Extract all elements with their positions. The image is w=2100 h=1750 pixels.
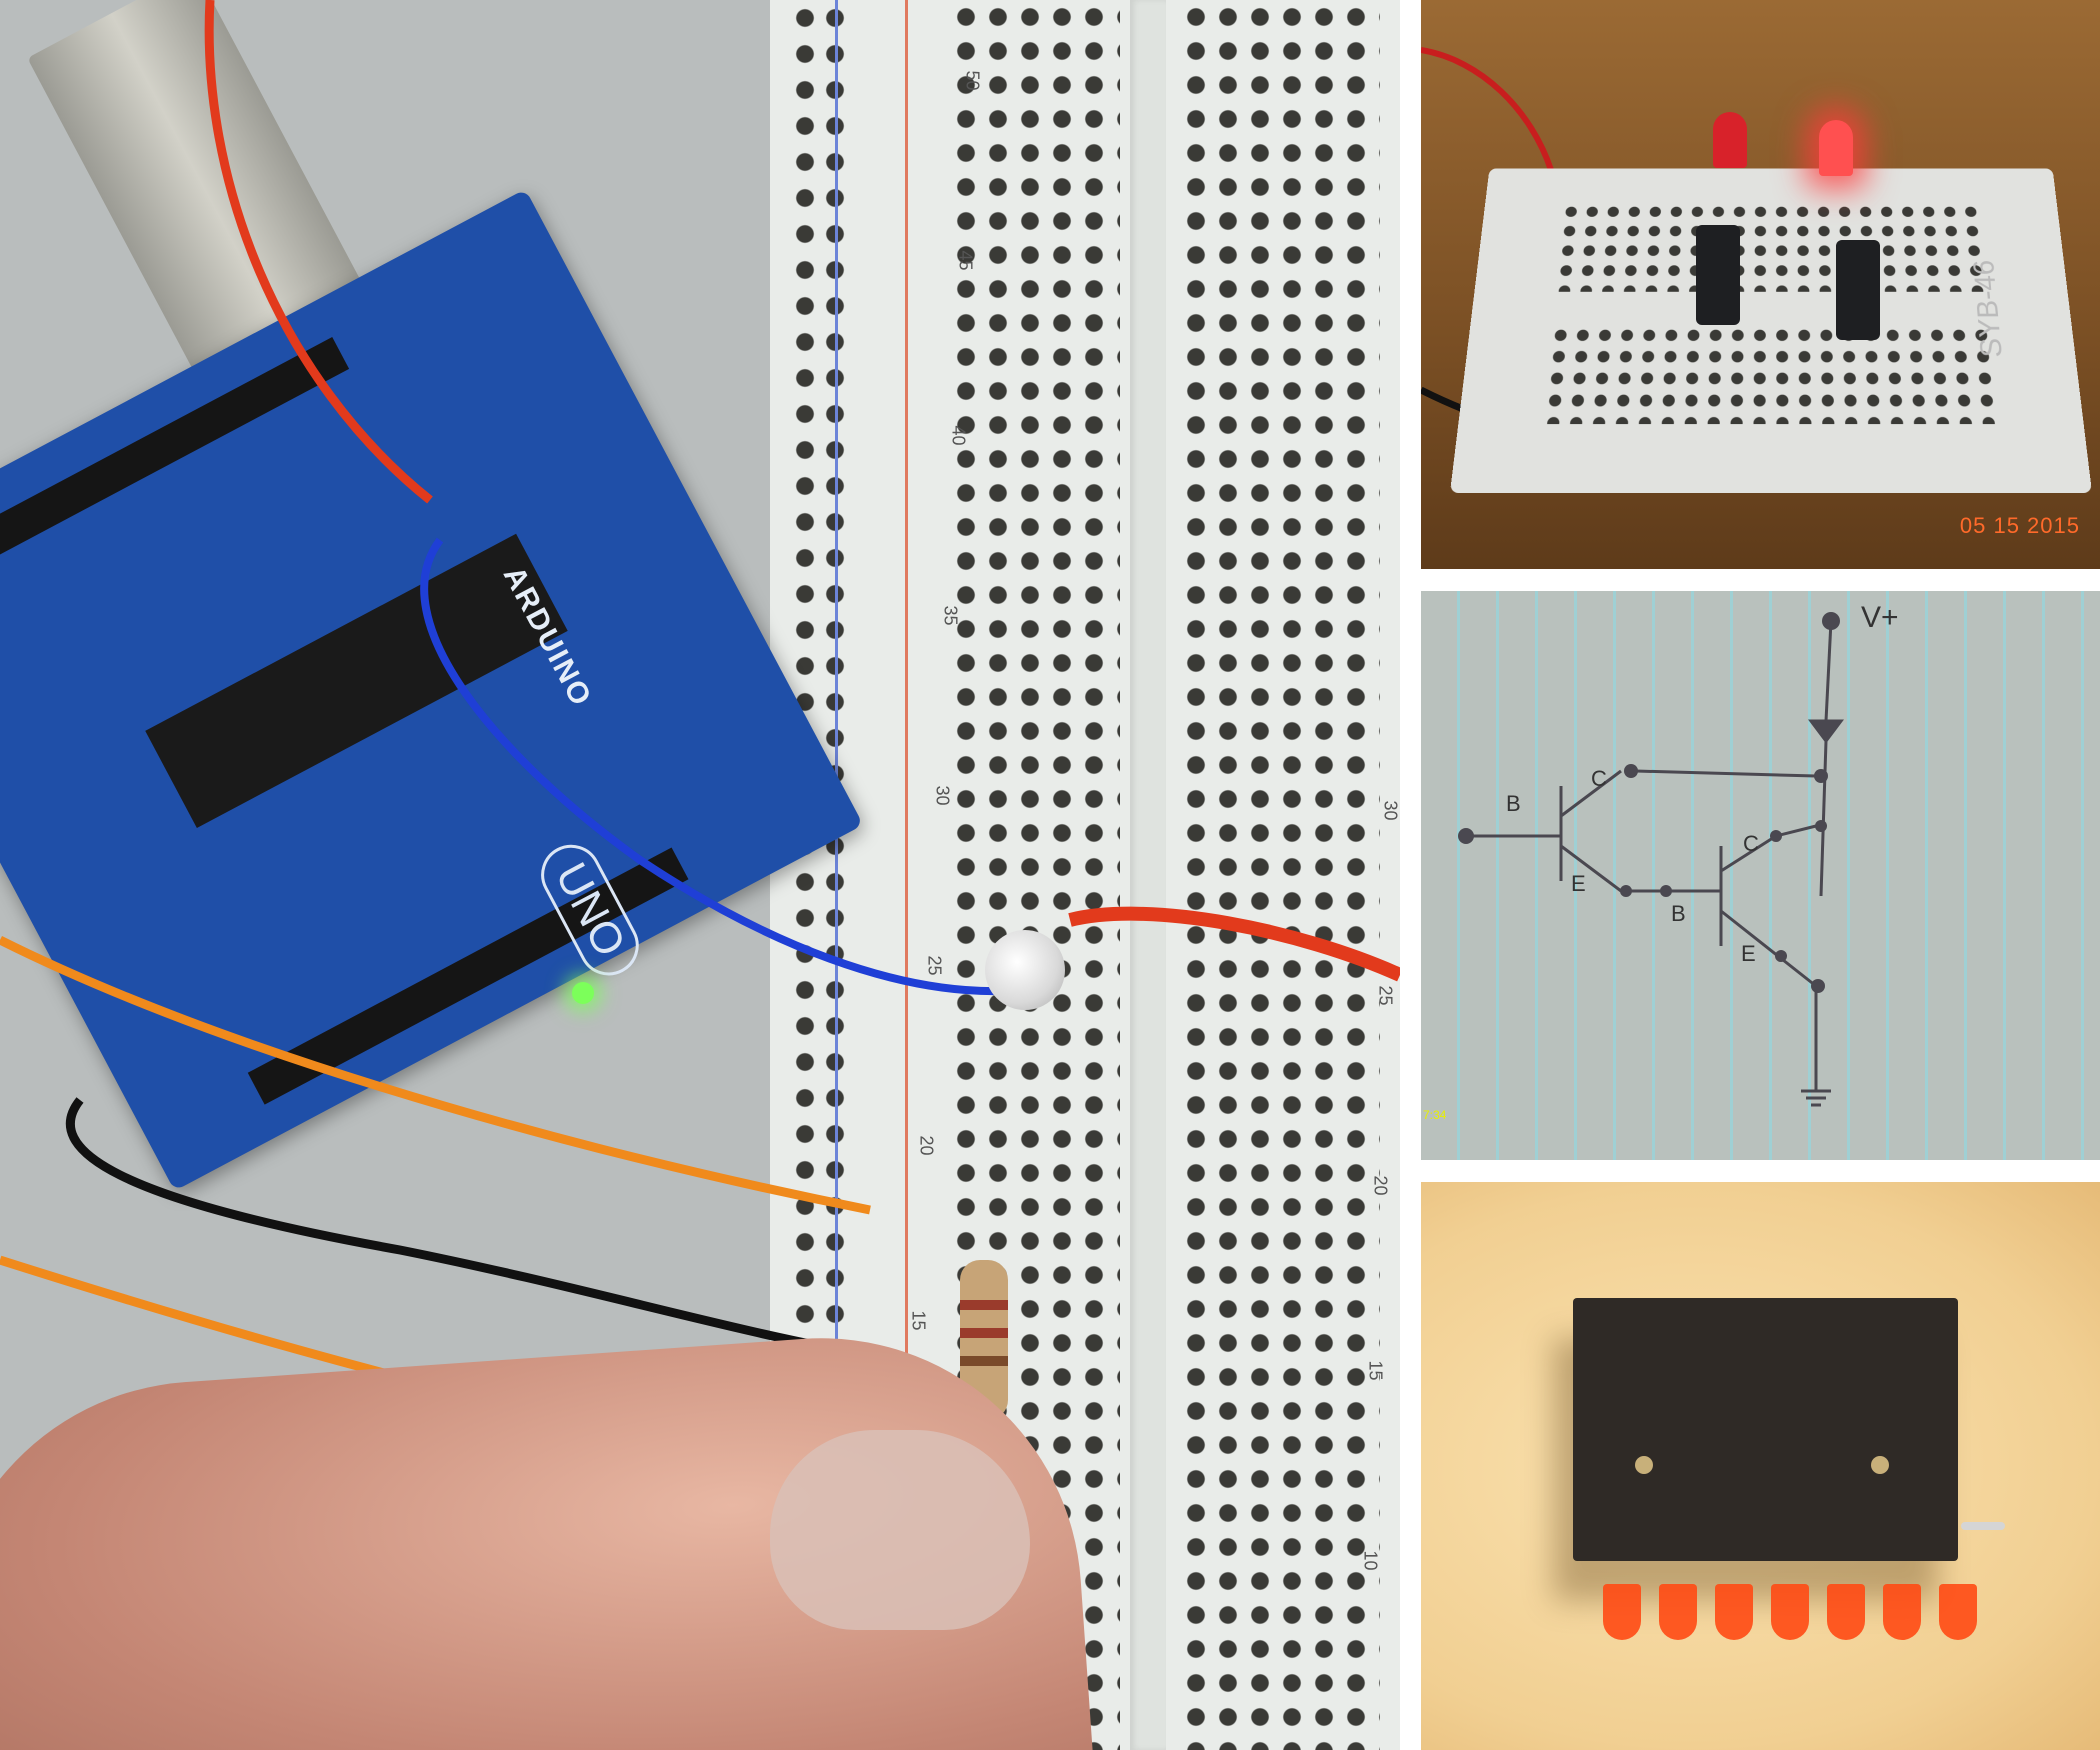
led xyxy=(1939,1584,1977,1640)
led-enclosure-photo xyxy=(1421,1182,2100,1750)
led-on xyxy=(1819,120,1853,176)
screw-icon xyxy=(1635,1456,1653,1474)
q2-base-label: B xyxy=(1671,901,1686,926)
breadboard-center-channel xyxy=(1130,0,1166,1750)
capacitor xyxy=(1696,225,1740,325)
camera-timestamp: 7:34 xyxy=(1423,1108,1447,1122)
led xyxy=(1827,1584,1865,1640)
led xyxy=(1715,1584,1753,1640)
q1-collector-label: C xyxy=(1591,766,1607,791)
flasher-circuit-photo: SYB-46 05 15 2015 xyxy=(1421,0,2100,569)
breadboard-terminal-holes-right xyxy=(1180,0,1380,1750)
supply-label: V+ xyxy=(1861,601,1899,634)
project-box xyxy=(1573,1298,1958,1561)
breadboard-model-label: SYB-46 xyxy=(1967,259,2009,358)
breadboard-blue-rail-line xyxy=(835,0,838,1750)
toggle-switch xyxy=(1961,1522,2005,1530)
schematic-photo: V+ B C E B C E 7:34 xyxy=(1421,591,2100,1160)
date-stamp: 05 15 2015 xyxy=(1959,513,2080,538)
q2-emitter-label: E xyxy=(1741,941,1756,966)
mini-breadboard: SYB-46 xyxy=(1449,168,2093,494)
power-led-icon xyxy=(572,982,594,1004)
darlington-schematic-drawing xyxy=(1458,612,1844,1107)
q2-collector-label: C xyxy=(1743,831,1759,856)
led xyxy=(1771,1584,1809,1640)
led xyxy=(1659,1584,1697,1640)
led-row xyxy=(1603,1584,1977,1640)
led xyxy=(1603,1584,1641,1640)
breadboard-red-rail-line xyxy=(905,0,908,1750)
q1-base-label: B xyxy=(1506,791,1521,816)
mini-breadboard-holes-top xyxy=(1553,202,1989,292)
photoresistor xyxy=(985,930,1065,1010)
q1-emitter-label: E xyxy=(1571,871,1586,896)
led-off xyxy=(1713,112,1747,168)
screw-icon xyxy=(1871,1456,1889,1474)
led xyxy=(1883,1584,1921,1640)
mini-breadboard-holes-bottom xyxy=(1541,324,2001,425)
arduino-breadboard-photo: 50 45 40 35 30 25 20 15 30 25 20 15 10 A… xyxy=(0,0,1400,1750)
capacitor xyxy=(1836,240,1880,340)
fingernail xyxy=(770,1430,1030,1630)
